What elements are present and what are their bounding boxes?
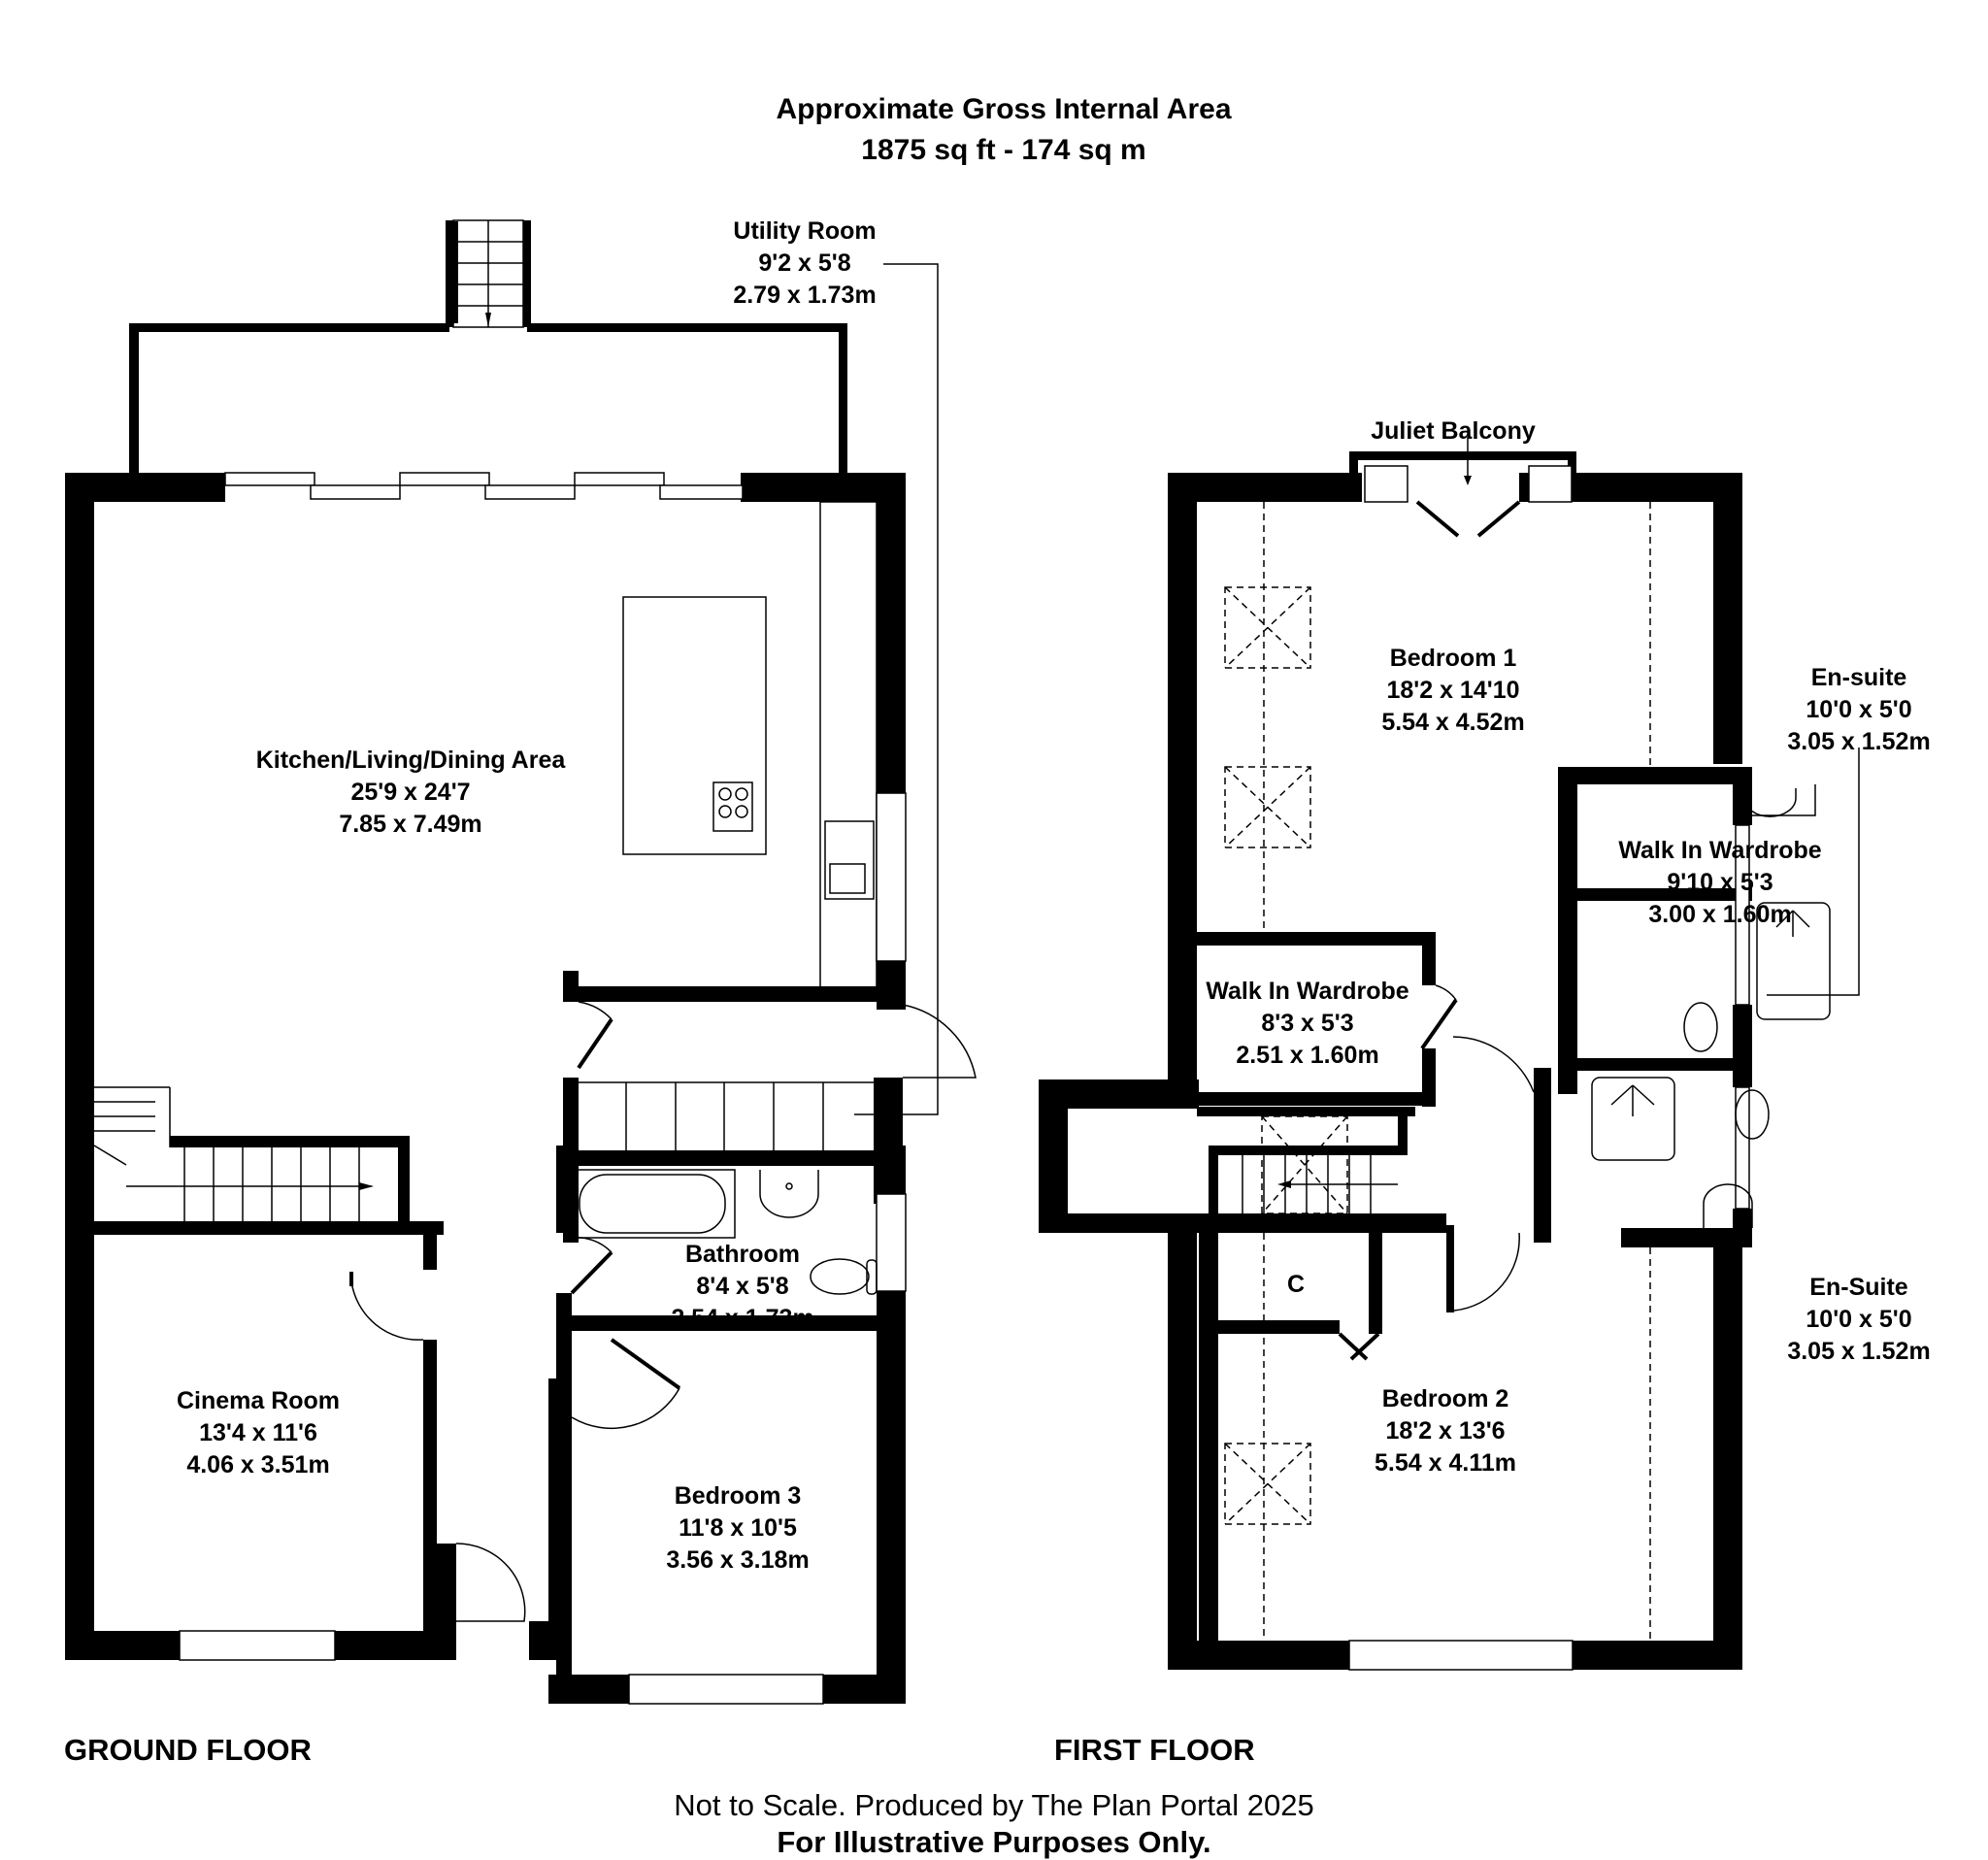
toilet-1-icon xyxy=(1683,1002,1718,1052)
room-label-wardrobe-right: Walk In Wardrobe 9'10 x 5'3 3.00 x 1.60m xyxy=(1618,837,1822,928)
first-floor-plan xyxy=(1039,437,1860,1671)
terrace-wall-right xyxy=(527,323,847,332)
roof-light-3 xyxy=(1224,1443,1311,1525)
first-wall-east-upper xyxy=(1713,473,1742,764)
terrace-wall-l-side xyxy=(129,323,138,476)
room-label-utility: Utility Room 9'2 x 5'8 2.79 x 1.73m xyxy=(733,217,877,309)
utility-door-swing xyxy=(902,1004,977,1079)
terrace-wall-left xyxy=(129,323,449,332)
area-value: 1875 sq ft - 174 sq m xyxy=(861,134,1146,166)
ground-wall-west xyxy=(65,473,94,1657)
room-label-cinema: Cinema Room 13'4 x 11'6 4.06 x 3.51m xyxy=(176,1387,341,1478)
bedroom2-wall-east xyxy=(1713,1233,1742,1670)
room-label-bathroom: Bathroom 8'4 x 5'8 2.54 x 1.73m xyxy=(671,1241,814,1332)
basin-icon xyxy=(759,1170,819,1218)
bathroom-wall-south xyxy=(556,1315,906,1331)
ensuite-divider-wall xyxy=(1577,1058,1752,1071)
utility-stairs xyxy=(579,1081,874,1150)
bifold-doors xyxy=(224,472,744,500)
disclaimer-text: Not to Scale. Produced by The Plan Porta… xyxy=(674,1788,1314,1822)
kitchen-window xyxy=(876,792,907,962)
bathroom-window xyxy=(876,1193,907,1292)
ground-wall-east-upper xyxy=(877,473,906,793)
wardrobe-basin-icon xyxy=(1737,784,1816,817)
bathroom-wall-west xyxy=(556,1146,572,1233)
wardrobe-right-wall-north xyxy=(1558,767,1733,784)
room-label-en-suite-1: En-suite 10'0 x 5'0 3.05 x 1.52m xyxy=(1787,664,1931,755)
first-floor-label: FIRST FLOOR xyxy=(1054,1733,1255,1767)
juliet-balcony-label: Juliet Balcony xyxy=(1371,417,1536,445)
ensuite2-wall-west xyxy=(1534,1068,1551,1243)
landing-wall-west xyxy=(1039,1079,1068,1225)
ground-wall-north-left xyxy=(65,473,225,502)
ensuite-leader-line xyxy=(1767,747,1860,996)
bedroom2-door-swing xyxy=(1453,1232,1520,1312)
room-label-bedroom-3: Bedroom 3 11'8 x 10'5 3.56 x 3.18m xyxy=(666,1482,810,1574)
ensuite1-window xyxy=(1735,824,1750,1006)
juliet-balcony xyxy=(1349,437,1576,538)
ensuite2-basin-icon xyxy=(1703,1183,1753,1228)
utility-door-arc xyxy=(578,1001,613,1020)
bedroom3-door-swing xyxy=(571,1387,680,1430)
ensuite-corridor-wall xyxy=(1558,774,1577,1094)
hob-icon xyxy=(712,781,753,832)
utility-wall-south xyxy=(563,1150,903,1166)
cinema-wall-north xyxy=(65,1221,444,1235)
room-label-en-suite-2: En-Suite 10'0 x 5'0 3.05 x 1.52m xyxy=(1787,1274,1931,1365)
wardrobe-left-wall-south xyxy=(1197,1092,1435,1106)
external-steps xyxy=(446,219,531,328)
kitchen-island xyxy=(622,596,767,855)
kitchen-sink-icon xyxy=(824,820,875,900)
landing-wall-south xyxy=(1039,1213,1446,1233)
wardrobe-left-door xyxy=(1420,998,1458,1050)
shower-1-icon xyxy=(1756,902,1831,1020)
roof-light-2 xyxy=(1224,766,1311,848)
area-header: Approximate Gross Internal Area 1875 sq … xyxy=(0,89,1988,171)
ground-floor-plan xyxy=(65,219,977,1705)
roof-light-1 xyxy=(1224,586,1311,669)
terrace-outline xyxy=(129,221,458,476)
kitchen-worktop xyxy=(819,501,878,998)
front-wall-a xyxy=(435,1544,456,1660)
bedroom3-window xyxy=(628,1674,824,1705)
bedroom1-door-swing xyxy=(1452,1036,1535,1093)
ground-wall-east-mid xyxy=(877,961,906,1010)
shower-2-icon xyxy=(1591,1077,1675,1161)
cinema-window xyxy=(179,1630,336,1661)
wardrobe-right-wall-south xyxy=(1577,888,1752,901)
main-stairs xyxy=(93,1086,410,1223)
room-label-bedroom-1: Bedroom 1 18'2 x 14'10 5.54 x 4.52m xyxy=(1381,645,1525,736)
terrace-wall-r-side xyxy=(839,323,847,476)
area-title: Approximate Gross Internal Area xyxy=(776,93,1232,125)
bath-icon xyxy=(574,1169,736,1239)
illustrative-notice: For Illustrative Purposes Only. xyxy=(777,1825,1211,1859)
front-door-swing xyxy=(455,1543,526,1622)
bedroom2-window xyxy=(1348,1640,1574,1671)
utility-leader-line xyxy=(854,263,939,1115)
room-label-wardrobe-left: Walk In Wardrobe 8'3 x 5'3 2.51 x 1.60m xyxy=(1206,978,1409,1069)
toilet-icon xyxy=(810,1258,878,1295)
room-label-bedroom-2: Bedroom 2 18'2 x 13'6 5.54 x 4.11m xyxy=(1375,1385,1516,1477)
first-wall-north-left xyxy=(1168,473,1362,502)
cinema-door-swing xyxy=(350,1280,424,1341)
wardrobe-left-wall-north xyxy=(1197,932,1435,946)
bedroom2-wall-west xyxy=(1199,1225,1218,1662)
bedroom3-wall-east xyxy=(877,1291,906,1699)
front-wall-b xyxy=(529,1621,550,1660)
cupboard-wall-south xyxy=(1199,1320,1340,1334)
toilet-2-icon xyxy=(1735,1089,1770,1140)
first-wall-west-upper xyxy=(1168,473,1197,1084)
ground-floor-label: GROUND FLOOR xyxy=(64,1733,312,1767)
room-label-kitchen: Kitchen/Living/Dining Area 25'9 x 24'7 7… xyxy=(255,747,566,838)
kitchen-wall-south xyxy=(563,986,906,1002)
cinema-wall-east xyxy=(423,1340,437,1650)
ensuite2-window xyxy=(1735,1086,1750,1210)
cupboard-label: C xyxy=(1286,1271,1306,1298)
first-floor-stairs xyxy=(1242,1115,1398,1214)
